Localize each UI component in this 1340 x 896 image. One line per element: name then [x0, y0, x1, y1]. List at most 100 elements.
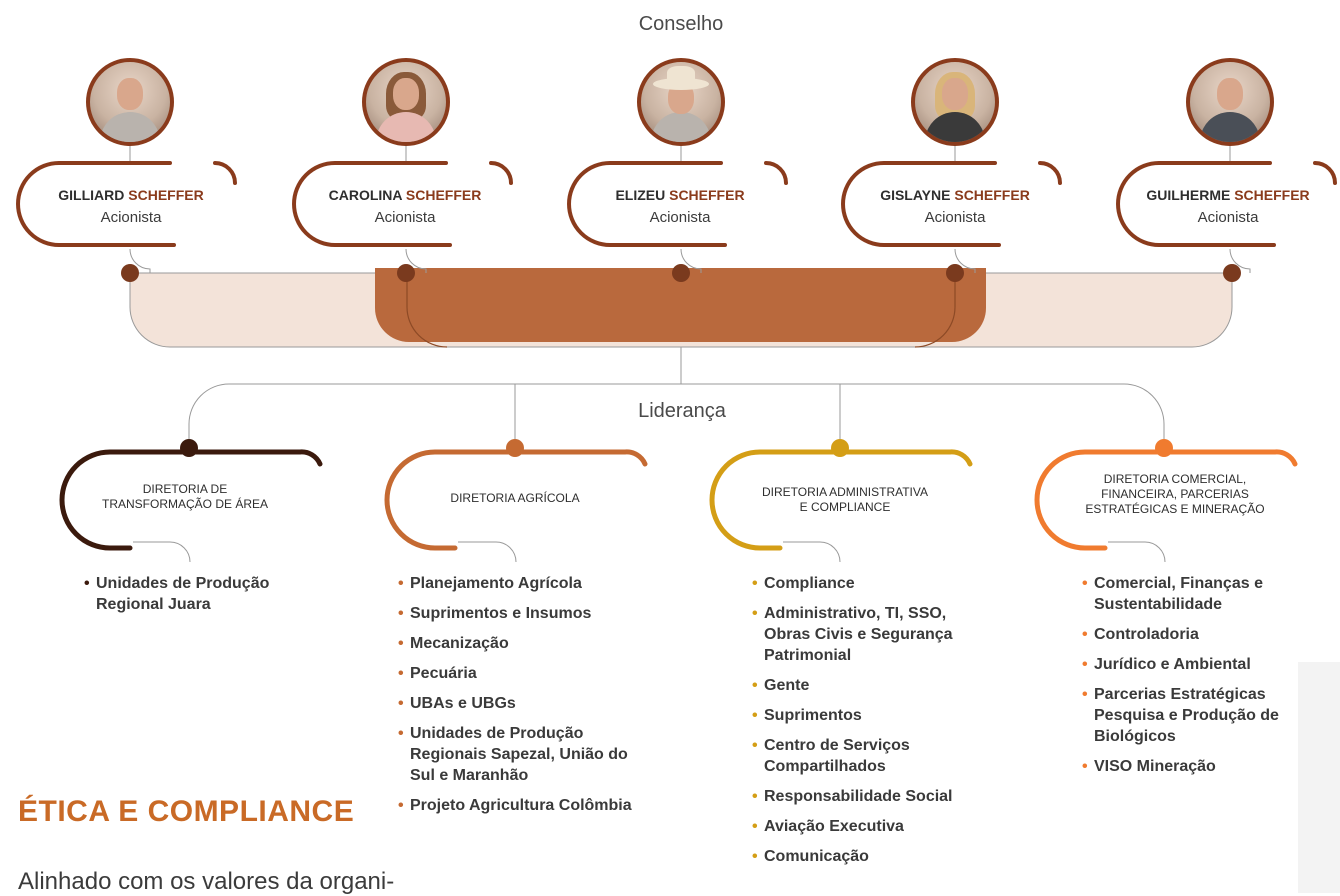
avatar-head [942, 78, 968, 110]
member-first-name: ELIZEU [615, 187, 666, 203]
member-dot-1 [121, 264, 139, 282]
member-last-name: SCHEFFER [1234, 187, 1310, 203]
member-hook-5 [1229, 248, 1251, 273]
avatar-hat-crown [667, 66, 695, 82]
member-first-name: GISLAYNE [880, 187, 951, 203]
member-name-1: GILLIARD SCHEFFER [21, 187, 241, 203]
member-arc-tail-4 [1038, 161, 1062, 185]
directorate-items-2: Planejamento Agrícola Suprimentos e Insu… [398, 573, 688, 825]
directorate-arc-1 [59, 449, 323, 551]
directorate-dot-2 [506, 439, 524, 457]
directorate-title-line: DIRETORIA ADMINISTRATIVA [761, 485, 929, 499]
member-role-1: Acionista [100, 209, 162, 226]
council-band-outline-left [406, 273, 448, 348]
list-item: UBAs e UBGs [398, 693, 688, 714]
leadership-label: Liderança [638, 400, 726, 422]
member-arc-5 [1116, 161, 1276, 247]
side-panel [1298, 662, 1340, 893]
avatar-guilherme [1186, 58, 1274, 146]
directorate-title-1: DIRETORIA DE TRANSFORMAÇÃO DE ÁREA [70, 482, 300, 512]
list-item: Jurídico e Ambiental [1082, 654, 1292, 675]
list-item: Controladoria [1082, 624, 1292, 645]
directorate-hook-3 [783, 541, 841, 563]
directorate-dot-4 [1155, 439, 1173, 457]
member-arc-2 [292, 161, 452, 247]
directorate-arc-3 [709, 449, 973, 551]
avatar-head [1217, 78, 1243, 110]
list-item: Parcerias Estratégicas Pesquisa e Produç… [1082, 684, 1292, 747]
leadership-connector [188, 383, 1165, 444]
avatar-elizeu [637, 58, 725, 146]
avatar-body [1200, 112, 1260, 142]
avatar-body [925, 112, 985, 142]
directorate-arc-4 [1034, 449, 1298, 551]
list-item: Mecanização [398, 633, 688, 654]
list-item: Gente [752, 675, 992, 696]
member-arc-3 [567, 161, 727, 247]
member-role-3: Acionista [649, 209, 711, 226]
member-arc-tail-2 [489, 161, 513, 185]
list-item: Suprimentos [752, 705, 992, 726]
member-last-name: SCHEFFER [669, 187, 745, 203]
member-role-4: Acionista [924, 209, 986, 226]
member-name-4: GISLAYNE SCHEFFER [845, 187, 1065, 203]
directorate-title-line: DIRETORIA AGRÍCOLA [450, 491, 580, 505]
member-last-name: SCHEFFER [128, 187, 204, 203]
avatar-body [651, 112, 711, 142]
list-item: Suprimentos e Insumos [398, 603, 688, 624]
member-dot-4 [946, 264, 964, 282]
member-name-5: GUILHERME SCHEFFER [1118, 187, 1338, 203]
member-name-2: CAROLINA SCHEFFER [295, 187, 515, 203]
member-last-name: SCHEFFER [405, 187, 482, 203]
avatar-gilliard [86, 58, 174, 146]
list-item: Unidades de Produção Regionais Sapezal, … [398, 723, 640, 786]
list-item: Projeto Agricultura Colômbia [398, 795, 688, 816]
directorate-title-line: DIRETORIA DE [142, 482, 228, 496]
list-item: Compliance [752, 573, 992, 594]
directorate-title-line: FINANCEIRA, PARCERIAS [1101, 487, 1249, 501]
council-band-outline-right [914, 273, 956, 348]
avatar-body [376, 112, 436, 142]
member-role-5: Acionista [1197, 209, 1259, 226]
directorate-dot-3 [831, 439, 849, 457]
list-item: Unidades de Produção Regional Juara [84, 573, 324, 615]
list-item: Responsabilidade Social [752, 786, 992, 807]
avatar-gislayne [911, 58, 999, 146]
member-arc-1 [16, 161, 176, 247]
list-item: Aviação Executiva [752, 816, 992, 837]
list-item: Comercial, Finanças e Sustentabilidade [1082, 573, 1292, 615]
member-hook-1 [129, 248, 151, 273]
directorate-hook-1 [133, 541, 191, 563]
member-dot-3 [672, 264, 690, 282]
directorate-title-2: DIRETORIA AGRÍCOLA [405, 491, 625, 506]
directorate-title-4: DIRETORIA COMERCIAL, FINANCEIRA, PARCERI… [1045, 472, 1305, 517]
member-hook-2 [405, 248, 427, 273]
member-role-2: Acionista [374, 209, 436, 226]
avatar-carolina [362, 58, 450, 146]
directorate-items-3: Compliance Administrativo, TI, SSO, Obra… [752, 573, 992, 876]
directorate-title-line: E COMPLIANCE [799, 500, 891, 514]
avatar-body [100, 112, 160, 142]
member-arc-4 [841, 161, 1001, 247]
directorate-items-4: Comercial, Finanças e Sustentabilidade C… [1082, 573, 1292, 786]
list-item: Comunicação [752, 846, 992, 867]
list-item: VISO Mineração [1082, 756, 1292, 777]
directorate-dot-1 [180, 439, 198, 457]
member-first-name: GUILHERME [1146, 187, 1231, 203]
member-dot-2 [397, 264, 415, 282]
ethics-heading: ÉTICA E COMPLIANCE [18, 795, 355, 828]
member-hook-4 [954, 248, 976, 273]
avatar-head [393, 78, 419, 110]
directorate-items-1: Unidades de Produção Regional Juara [84, 573, 324, 624]
ethics-body-text: Alinhado com os valores da organi- [18, 868, 395, 895]
list-item: Pecuária [398, 663, 688, 684]
council-label: Conselho [638, 13, 724, 35]
avatar-head [117, 78, 143, 110]
member-dot-5 [1223, 264, 1241, 282]
list-item: Planejamento Agrícola [398, 573, 688, 594]
directorate-hook-2 [458, 541, 517, 563]
directorate-hook-4 [1108, 541, 1166, 563]
directorate-title-line: DIRETORIA COMERCIAL, [1103, 472, 1247, 486]
directorate-title-line: ESTRATÉGICAS E MINERAÇÃO [1085, 502, 1265, 516]
